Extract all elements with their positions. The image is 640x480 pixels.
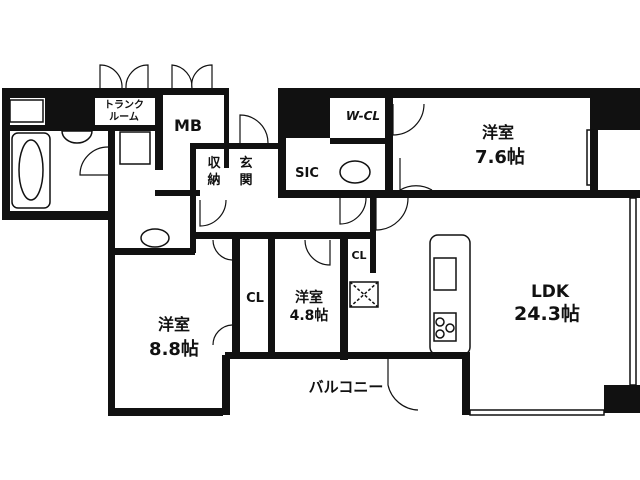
storage-label-2: 納	[207, 172, 220, 188]
kitchen-counter	[429, 234, 471, 356]
balcony-label: バルコニー	[309, 378, 384, 396]
western-room-48-size: 4.8帖	[290, 307, 329, 324]
western-room-76-size: 7.6帖	[475, 146, 525, 168]
western-room-76-label: 洋室	[482, 123, 514, 142]
ldk-label: LDK	[531, 282, 570, 302]
mb-label: MB	[174, 116, 202, 135]
cl-small-label: CL	[351, 249, 366, 262]
bathtub-icon	[11, 132, 51, 209]
trunk-room-label: トランク	[104, 99, 144, 111]
room-labels: トランク ルーム MB 収 納 玄 関 W-CL SIC 洋室 7.6帖 CL …	[104, 99, 580, 396]
toilet-icon	[339, 160, 371, 184]
western-room-48-label: 洋室	[295, 289, 323, 306]
pipe-space	[349, 281, 379, 308]
ldk-size: 24.3帖	[514, 302, 580, 325]
cl-left-label: CL	[246, 291, 264, 306]
wcl-label: W-CL	[346, 109, 380, 123]
washbasin-icon	[61, 130, 93, 144]
sink-icon	[140, 228, 170, 248]
storage-label: 収	[207, 156, 221, 171]
trunk-room-label-2: ルーム	[109, 111, 139, 123]
western-room-88-label: 洋室	[158, 315, 190, 334]
entrance-label: 玄	[239, 155, 252, 171]
doors	[79, 64, 433, 411]
entrance-label-2: 関	[239, 173, 252, 188]
sic-label: SIC	[295, 166, 319, 181]
fixtures	[9, 99, 471, 356]
walls	[2, 88, 640, 416]
western-room-88-size: 8.8帖	[149, 338, 199, 360]
kitchen-sink-icon	[433, 257, 457, 291]
stove-icon	[433, 312, 457, 342]
washer-icon	[119, 131, 151, 165]
